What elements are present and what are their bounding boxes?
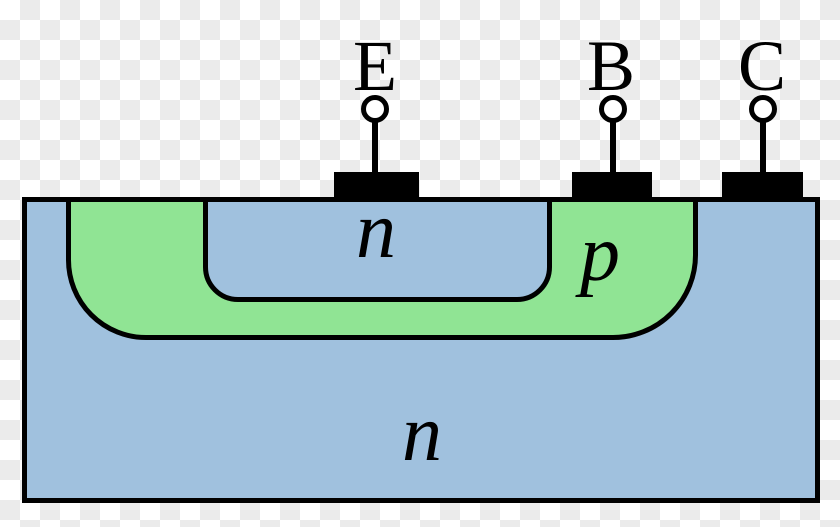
base-region-label: p [580,210,620,298]
base-terminal-circle [599,95,627,123]
emitter-metal-contact [334,172,419,201]
emitter-terminal-circle [361,95,389,123]
emitter-n-region [203,197,552,302]
base-metal-contact [572,172,652,201]
collector-terminal-label: C [737,26,787,106]
collector-metal-contact [722,172,803,201]
collector-lead-line [760,121,766,174]
emitter-terminal-label: E [353,26,397,106]
emitter-region-label: n [356,187,396,275]
base-terminal-label: B [586,26,636,106]
base-lead-line [610,121,616,174]
collector-terminal-circle [749,95,777,123]
emitter-lead-line [372,121,378,174]
substrate-region-label: n [402,390,442,478]
